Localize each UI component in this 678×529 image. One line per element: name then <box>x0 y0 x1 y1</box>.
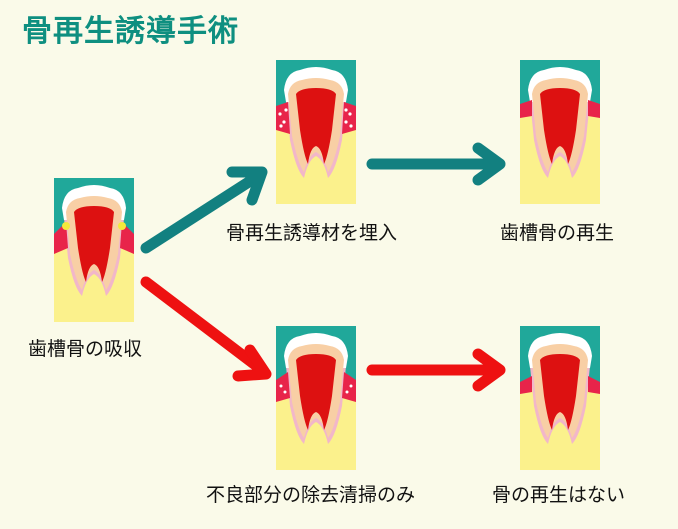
tooth-no-regeneration <box>520 326 600 470</box>
tooth-graft-filled <box>276 60 356 204</box>
page-title: 骨再生誘導手術 <box>22 14 239 49</box>
caption-no-regeneration: 骨の再生はない <box>492 484 626 506</box>
tooth-cleaning-only <box>276 326 356 470</box>
tooth-bone-regenerated <box>520 60 600 204</box>
caption-bone-regenerated: 歯槽骨の再生 <box>500 222 615 244</box>
caption-bone-resorption: 歯槽骨の吸収 <box>28 338 143 360</box>
arrow-to-cleaning <box>140 276 272 382</box>
caption-graft-filled: 骨再生誘導材を埋入 <box>226 222 398 244</box>
arrow-to-no-regeneration <box>366 348 506 392</box>
tooth-bone-resorption <box>54 178 134 322</box>
caption-cleaning-only: 不良部分の除去清掃のみ <box>206 484 416 506</box>
arrow-to-graft <box>140 166 268 254</box>
arrow-to-regenerated <box>366 142 506 186</box>
